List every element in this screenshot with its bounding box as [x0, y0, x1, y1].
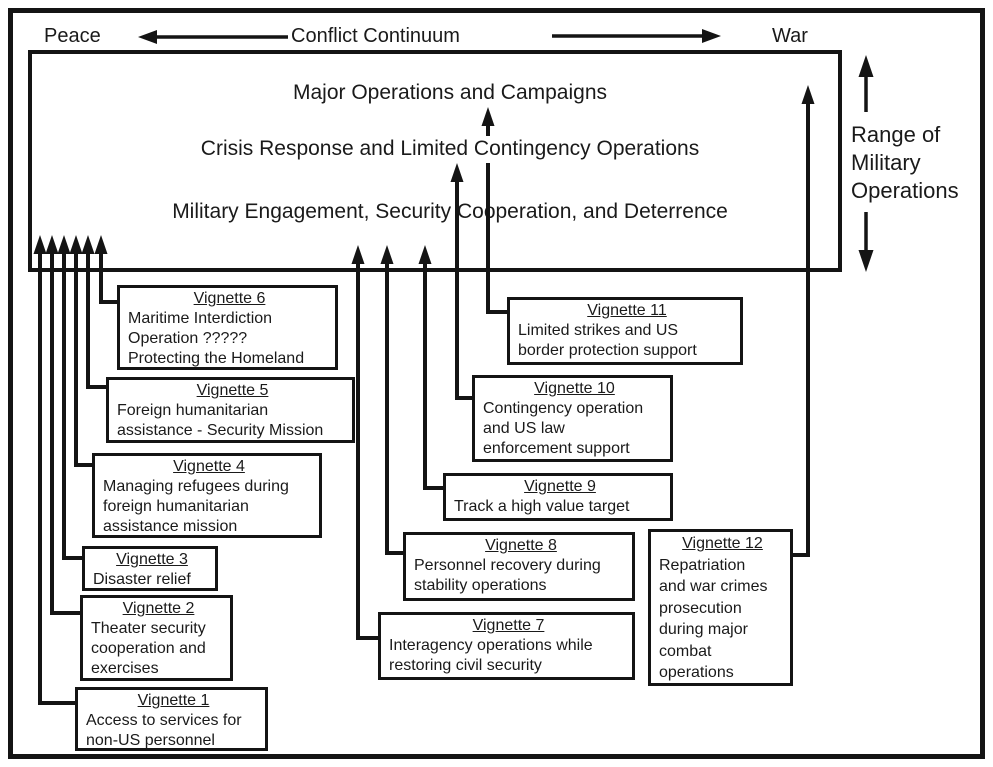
vignette-10-box: Vignette 10 Contingency operation and US …: [472, 375, 673, 462]
vignette-6-title: Vignette 6: [193, 290, 266, 307]
text-line: Maritime Interdiction: [128, 310, 273, 327]
text-line: and war crimes: [659, 578, 768, 595]
conflict-continuum-label: Conflict Continuum: [291, 25, 460, 47]
text-line: during major: [659, 621, 748, 638]
connector-vignette-1: [33, 235, 77, 705]
text-line: exercises: [91, 660, 159, 677]
vignette-10-text: Contingency operation and US law enforceme…: [483, 399, 666, 459]
continuum-right-arrow: [552, 29, 721, 43]
vignette-11-title: Vignette 11: [587, 302, 667, 319]
vignette-1-title: Vignette 1: [137, 692, 210, 709]
text-line: Disaster relief: [93, 571, 191, 588]
text-line: foreign humanitarian: [103, 498, 249, 515]
text-line: Track a high value target: [454, 498, 630, 515]
vignette-12-text: Repatriation and war crimes prosecution dur…: [659, 555, 786, 684]
text-line: Foreign humanitarian: [117, 402, 269, 419]
vignette-4-title: Vignette 4: [173, 458, 245, 475]
vignette-12-box: Vignette 12 Repatriation and war crimes pr…: [648, 529, 793, 686]
text-line: border protection support: [518, 342, 697, 359]
text-line: prosecution: [659, 599, 742, 617]
range-of-military-operations-box: [28, 50, 842, 272]
peace-label: Peace: [44, 25, 101, 47]
vignette-11-box: Vignette 11 Limited strikes and US border…: [507, 297, 743, 365]
vignette-8-text: Personnel recovery during stability opera…: [414, 556, 628, 596]
text-line: Repatriation: [659, 556, 746, 574]
vignette-7-box: Vignette 7 Interagency operations while r…: [378, 612, 635, 680]
vignette-9-text: Track a high value target: [454, 497, 666, 517]
connector-vignette-10: [450, 163, 474, 400]
connector-vignette-12: [791, 85, 815, 557]
vignette-2-text: Theater security cooperation and exercises: [91, 619, 226, 679]
vignette-1-box: Vignette 1 Access to services for non-US …: [75, 687, 268, 751]
vignette-4-text: Managing refugees during foreign humanita…: [103, 477, 315, 537]
vignette-3-box: Vignette 3 Disaster relief: [82, 546, 218, 591]
text-line: Operation ?????: [128, 330, 248, 347]
range-down-arrow: [858, 212, 874, 272]
text-line: combat: [659, 642, 712, 660]
text-line: Military: [851, 150, 921, 175]
text-line: Managing refugees during: [103, 478, 289, 495]
vignette-11-text: Limited strikes and US border protection …: [518, 321, 736, 361]
vignette-3-title: Vignette 3: [116, 551, 188, 568]
vignette-3-text: Disaster relief: [93, 570, 211, 590]
text-line: Contingency operation: [483, 400, 644, 417]
vignette-10-title: Vignette 10: [534, 380, 615, 397]
text-line: Protecting the Homeland: [128, 350, 305, 367]
vignette-2-title: Vignette 2: [122, 600, 195, 617]
level-military-engagement: Military Engagement, Security Cooperatio…: [172, 200, 728, 223]
vignette-9-box: Vignette 9 Track a high value target: [443, 473, 673, 521]
connector-vignette-8: [380, 245, 405, 555]
text-line: and US law: [483, 420, 565, 437]
text-line: restoring civil security: [389, 657, 542, 674]
continuum-left-arrow: [138, 30, 288, 44]
text-line: non-US personnel: [86, 732, 215, 749]
text-line: Interagency operations while: [389, 637, 593, 654]
text-line: cooperation and: [91, 640, 206, 657]
text-line: stability operations: [414, 577, 547, 594]
text-line: enforcement support: [483, 440, 630, 457]
level-crisis-response: Crisis Response and Limited Contingency …: [200, 137, 700, 160]
vignette-9-title: Vignette 9: [524, 478, 596, 495]
vignette-8-title: Vignette 8: [485, 537, 557, 554]
connector-vignette-4: [69, 235, 94, 467]
connector-vignette-7: [351, 245, 380, 640]
level-major-operations: Major Operations and Campaigns: [293, 81, 607, 104]
vignette-5-text: Foreign humanitarian assistance - Securit…: [117, 401, 348, 441]
connector-vignette-5: [81, 235, 109, 389]
text-line: Personnel recovery during: [414, 557, 601, 574]
text-line: Operations: [851, 178, 959, 203]
vignette-12-title: Vignette 12: [682, 535, 763, 552]
range-up-arrow: [858, 55, 874, 112]
connector-vignette-6: [94, 235, 119, 304]
text-line: assistance mission: [103, 518, 238, 535]
text-line: Access to services for: [86, 712, 242, 729]
vignette-7-text: Interagency operations while restoring ci…: [389, 636, 628, 676]
text-line: operations: [659, 664, 734, 681]
connector-vignette-3: [57, 235, 84, 560]
text-line: assistance - Security Mission: [117, 422, 324, 439]
text-line: Theater security: [91, 620, 206, 637]
text-line: Range of: [851, 122, 941, 147]
vignette-8-box: Vignette 8 Personnel recovery during stab…: [403, 532, 635, 601]
war-label: War: [772, 25, 808, 47]
vignette-2-box: Vignette 2 Theater security cooperation a…: [80, 595, 233, 681]
text-line: Limited strikes and US: [518, 322, 679, 339]
vignette-1-text: Access to services for non-US personnel: [86, 711, 261, 751]
vignette-4-box: Vignette 4 Managing refugees during forei…: [92, 453, 322, 538]
connector-vignette-11: [481, 107, 509, 314]
connector-vignette-9: [418, 245, 445, 490]
vignette-7-title: Vignette 7: [472, 617, 545, 634]
connector-vignette-2: [45, 235, 82, 615]
vignette-5-box: Vignette 5 Foreign humanitarian assistanc…: [106, 377, 355, 443]
vignette-5-title: Vignette 5: [196, 382, 269, 399]
